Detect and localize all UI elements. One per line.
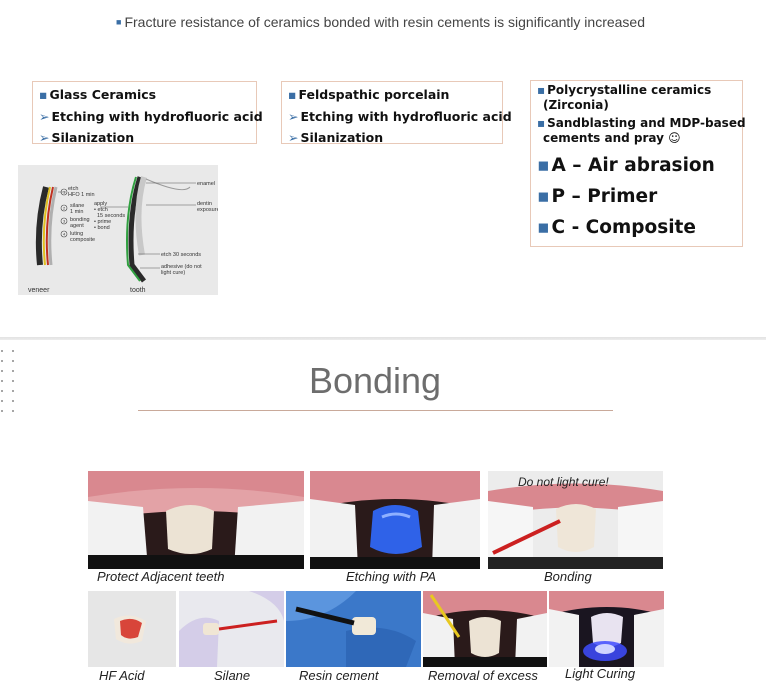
etching-item: ➢Etching with hydrofluoric acid: [288, 108, 512, 124]
adhesive-label: adhesive (do not: [161, 264, 202, 270]
resin-cement-illustration: [286, 591, 421, 667]
section-title: Bonding: [308, 360, 442, 401]
etching-photo-illustration: [310, 471, 480, 569]
slide-top: ■Fracture resistance of ceramics bonded …: [0, 0, 766, 340]
etch-30-label: etch 30 seconds: [161, 252, 201, 258]
bonding-photo-illustration: [488, 471, 663, 569]
agent-label: agent: [70, 223, 84, 229]
zirconia-label: (Zirconia): [543, 98, 609, 112]
veneer-label: veneer: [28, 287, 50, 294]
luting-label: luting: [70, 231, 83, 237]
polycrystalline-item: ▪Polycrystalline ceramics: [537, 83, 712, 97]
apc-air-abrasion: ▪A – Air abrasion: [537, 155, 715, 176]
glass-ceramics-item: ▪Glass Ceramics: [39, 87, 157, 102]
cements-label: cements and pray ☺: [543, 131, 681, 145]
silane-illustration: [179, 591, 284, 667]
photo-bonding: Do not light cure!: [488, 471, 663, 569]
caption-etching: Etching with PA: [346, 569, 437, 584]
etch-step-label: • etch: [94, 207, 108, 213]
do-not-light-cure-note: Do not light cure!: [518, 475, 609, 489]
caption-silane: Silane: [214, 668, 251, 683]
glass-ceramics-box: ▪Glass Ceramics ➢Etching with hydrofluor…: [32, 81, 263, 145]
composite-label: composite: [70, 237, 95, 243]
step-number-1: 1: [63, 190, 66, 195]
caption-light-curing: Light Curing: [565, 666, 636, 681]
step-number-3: 3: [63, 219, 66, 224]
seconds-label: 15 seconds: [97, 213, 125, 219]
light-curing-illustration: [549, 591, 664, 667]
slide-separator: [0, 337, 766, 342]
bullet-square-icon: ■: [116, 17, 122, 27]
feldspathic-porcelain-box: ▪Feldspathic porcelain ➢Etching with hyd…: [281, 81, 512, 145]
silanization-item: ➢Silanization: [288, 130, 384, 145]
photo-etching-with-pa: [310, 471, 480, 569]
teeth-photo-illustration: [88, 471, 304, 569]
bonding-label: bonding: [70, 217, 90, 223]
apply-label: apply: [94, 201, 107, 207]
tooth-label: tooth: [130, 287, 146, 294]
veneer-tooth-diagram: 1 2 3 4 etch HFO 1 min silane 1 min bond…: [18, 165, 218, 295]
apc-primer: ▪P – Primer: [537, 186, 658, 207]
caption-protect: Protect Adjacent teeth: [97, 569, 225, 584]
sandblasting-item: ▪Sandblasting and MDP-based: [537, 116, 746, 130]
exposure-label: exposure: [197, 207, 218, 213]
photo-removal-of-excess: [423, 591, 547, 667]
hf-acid-illustration: [88, 591, 176, 667]
step-number-2: 2: [63, 206, 66, 211]
prime-label: • prime: [94, 219, 111, 225]
photo-protect-adjacent-teeth: [88, 471, 304, 569]
apc-composite: ▪C - Composite: [537, 217, 696, 238]
polycrystalline-box: ▪Polycrystalline ceramics (Zirconia) ▪Sa…: [530, 80, 746, 247]
caption-bonding: Bonding: [544, 569, 592, 584]
light-cure-label: light cure): [161, 270, 185, 276]
bond-label: • bond: [94, 225, 110, 231]
dentin-label: dentin: [197, 201, 212, 207]
silane-time-label: 1 min: [70, 209, 83, 215]
caption-removal: Removal of excess: [428, 668, 538, 683]
photo-light-curing: [549, 591, 664, 667]
etching-item: ➢Etching with hydrofluoric acid: [39, 108, 263, 124]
enamel-label: enamel: [197, 181, 215, 187]
decorative-dots: [0, 348, 18, 414]
caption-hf-acid: HF Acid: [99, 668, 145, 683]
step-number-4: 4: [63, 232, 66, 237]
photo-hf-acid: [88, 591, 176, 667]
title-underline: [138, 410, 613, 411]
photo-silane: [179, 591, 284, 667]
silane-label: silane: [70, 203, 84, 209]
diagram-illustration: 1 2 3 4 etch HFO 1 min silane 1 min bond…: [28, 176, 218, 294]
removal-illustration: [423, 591, 547, 667]
fracture-resistance-note: ■Fracture resistance of ceramics bonded …: [116, 14, 645, 30]
silanization-item: ➢Silanization: [39, 130, 135, 145]
etch-label: etch: [68, 186, 78, 192]
photo-resin-cement: [286, 591, 421, 667]
caption-resin-cement: Resin cement: [299, 668, 379, 683]
feldspathic-porcelain-item: ▪Feldspathic porcelain: [288, 87, 450, 102]
hfo-label: HFO 1 min: [68, 192, 95, 198]
